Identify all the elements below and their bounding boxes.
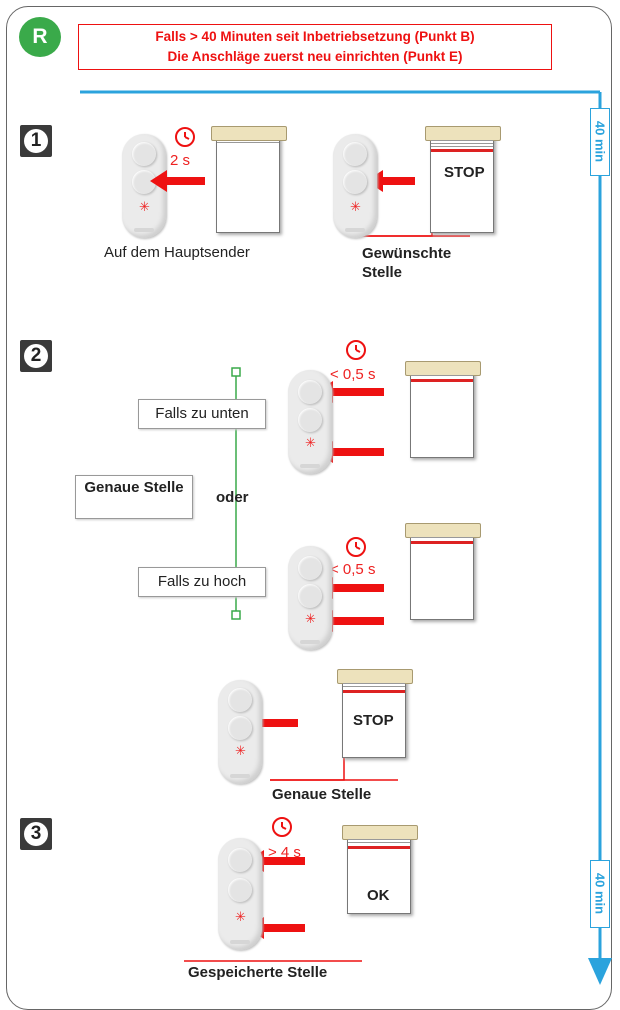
position-marker [411, 379, 473, 382]
led-icon: ✳ [139, 199, 150, 214]
blind-slat [411, 375, 473, 376]
press-arrow-down-icon [316, 577, 384, 599]
step3-time: > 4 s [268, 844, 301, 861]
bracket-top-end [231, 367, 241, 377]
up-button [298, 380, 322, 404]
prog-slot [230, 940, 250, 944]
remote-control-3: ✳ [218, 838, 262, 950]
prog-slot [134, 228, 154, 232]
blind-stopped: STOP [425, 126, 501, 233]
step1-time: 2 s [170, 152, 191, 169]
timeline-bottom-tag: 40 min [590, 860, 610, 928]
step-2-number: 2 [24, 344, 48, 368]
stop-label: STOP [444, 164, 485, 181]
blind-start [211, 126, 287, 233]
press-arrow-icon [150, 170, 205, 192]
down-button [298, 408, 322, 432]
blind-adjust-up [405, 361, 481, 458]
step3-result-label: Gespeicherte Stelle [188, 964, 328, 981]
led-icon: ✳ [235, 743, 246, 758]
step-1-number: 1 [24, 129, 48, 153]
down-button [298, 584, 322, 608]
prog-slot [230, 774, 250, 778]
blind-slat [217, 142, 279, 143]
blind-saved: OK [342, 825, 418, 914]
step2-time-low: < 0,5 s [330, 366, 376, 383]
step-3-badge: 3 [20, 818, 52, 850]
prog-slot [300, 464, 320, 468]
blind-adjust-down [405, 523, 481, 620]
exact-position-label: Genaue Stelle [75, 475, 193, 519]
section-badge: R [19, 17, 61, 57]
step-2-badge: 2 [20, 340, 52, 372]
or-label: oder [216, 489, 249, 506]
step1-position-label: Gewünschte Stelle [362, 245, 452, 281]
prog-slot [345, 228, 365, 232]
led-icon: ✳ [350, 199, 361, 214]
up-button [228, 848, 252, 872]
position-marker [343, 690, 405, 693]
my-button [343, 170, 367, 194]
clock-icon-high [346, 537, 366, 557]
down-button [228, 878, 252, 902]
led-icon: ✳ [305, 611, 316, 626]
clock-icon [175, 127, 195, 147]
step1-caption: Auf dem Hauptsender [104, 244, 250, 261]
remote-control-2: ✳ [333, 134, 377, 238]
blind-slat [343, 686, 405, 687]
my-button [228, 716, 252, 740]
up-button [228, 688, 252, 712]
led-icon: ✳ [305, 435, 316, 450]
position-marker [348, 846, 410, 849]
case-high-label: Falls zu hoch [138, 567, 266, 597]
blind-slat [348, 842, 410, 843]
warning-line-1: Falls > 40 Minuten seit Inbetriebsetzung… [155, 29, 475, 44]
remote-control-low: ✳ [288, 370, 332, 474]
step2-result-label: Genaue Stelle [272, 786, 372, 803]
case-low-label: Falls zu unten [138, 399, 266, 429]
timeline-top-tag: 40 min [590, 108, 610, 176]
bracket-bottom-end [231, 610, 241, 620]
step2-time-high: < 0,5 s [330, 561, 376, 578]
warning-line-2: Die Anschläge zuerst neu einrichten (Pun… [167, 49, 463, 64]
press-arrow-prog-icon-2 [316, 610, 384, 632]
remote-control-final: ✳ [218, 680, 262, 784]
position-marker [431, 149, 493, 152]
press-arrow-up-icon [316, 381, 384, 403]
step-3-number: 3 [24, 822, 48, 846]
blind-exact: STOP [337, 669, 413, 758]
blind-slat [431, 140, 493, 141]
clock-icon-low [346, 340, 366, 360]
ok-label: OK [367, 887, 390, 904]
blind-box [342, 825, 418, 840]
up-button [343, 142, 367, 166]
up-button [298, 556, 322, 580]
press-arrow-prog-icon [316, 441, 384, 463]
prog-slot [300, 640, 320, 644]
blind-slat [431, 146, 493, 147]
position-marker [411, 541, 473, 544]
blind-slat [348, 839, 410, 840]
timeline-arrow-head [588, 958, 612, 985]
led-icon: ✳ [235, 909, 246, 924]
press-arrow-icon-2 [366, 170, 415, 192]
warning-box: Falls > 40 Minuten seit Inbetriebsetzung… [78, 24, 552, 70]
blind-slat [411, 537, 473, 538]
blind-box [211, 126, 287, 141]
step-1-badge: 1 [20, 125, 52, 157]
clock-icon-3 [272, 817, 292, 837]
blind-slat [343, 683, 405, 684]
up-button [132, 142, 156, 166]
blind-slat [431, 143, 493, 144]
stop-label-2: STOP [353, 712, 394, 729]
remote-control: ✳ [122, 134, 166, 238]
remote-control-high: ✳ [288, 546, 332, 650]
